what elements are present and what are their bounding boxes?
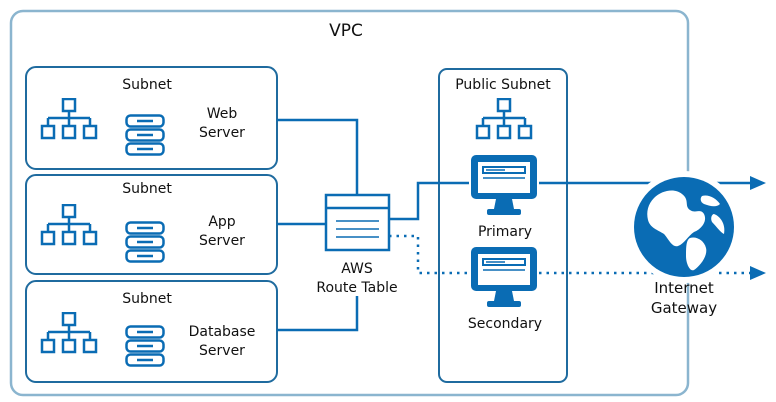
subnet-label: Subnet [122, 291, 172, 307]
web-connector [277, 118, 359, 195]
secondary-route-line [389, 234, 469, 275]
subnet-database: Subnet Database Server [25, 280, 278, 383]
server-name-line1: Database [189, 324, 256, 340]
subnet-web: Subnet Web Server [25, 66, 278, 170]
server-icon [125, 114, 165, 156]
route-table-line2: Route Table [316, 280, 397, 296]
gateway-label-line2: Gateway [651, 299, 717, 317]
globe-icon [628, 171, 740, 283]
secondary-arrowhead [750, 266, 766, 280]
subnet-label: Subnet [122, 181, 172, 197]
vpc-label: VPC [329, 21, 363, 41]
server-name-line2: Server [199, 125, 245, 141]
primary-route-line [389, 181, 469, 221]
route-table-line1: AWS [341, 261, 373, 277]
server-name-line1: App [208, 214, 235, 230]
public-subnet-label: Public Subnet [455, 77, 551, 93]
gateway-label-line1: Internet [654, 279, 714, 297]
server-name-line2: Server [199, 343, 245, 359]
primary-arrowhead [750, 176, 766, 190]
subnet-app: Subnet App Server [25, 174, 278, 275]
db-connector [277, 296, 359, 332]
server-name-line1: Web [207, 106, 238, 122]
server-icon [125, 221, 165, 263]
subnet-label: Subnet [122, 77, 172, 93]
server-icon [125, 325, 165, 367]
route-table: AWS Route Table [316, 193, 398, 296]
secondary-label: Secondary [468, 316, 542, 332]
route-table-icon [324, 193, 391, 252]
public-subnet: Public Subnet Primary Secondary [438, 68, 568, 383]
server-name-line2: Server [199, 233, 245, 249]
primary-label: Primary [478, 224, 532, 240]
subnet-connectors [277, 118, 359, 332]
public-subnet-box [438, 68, 568, 383]
